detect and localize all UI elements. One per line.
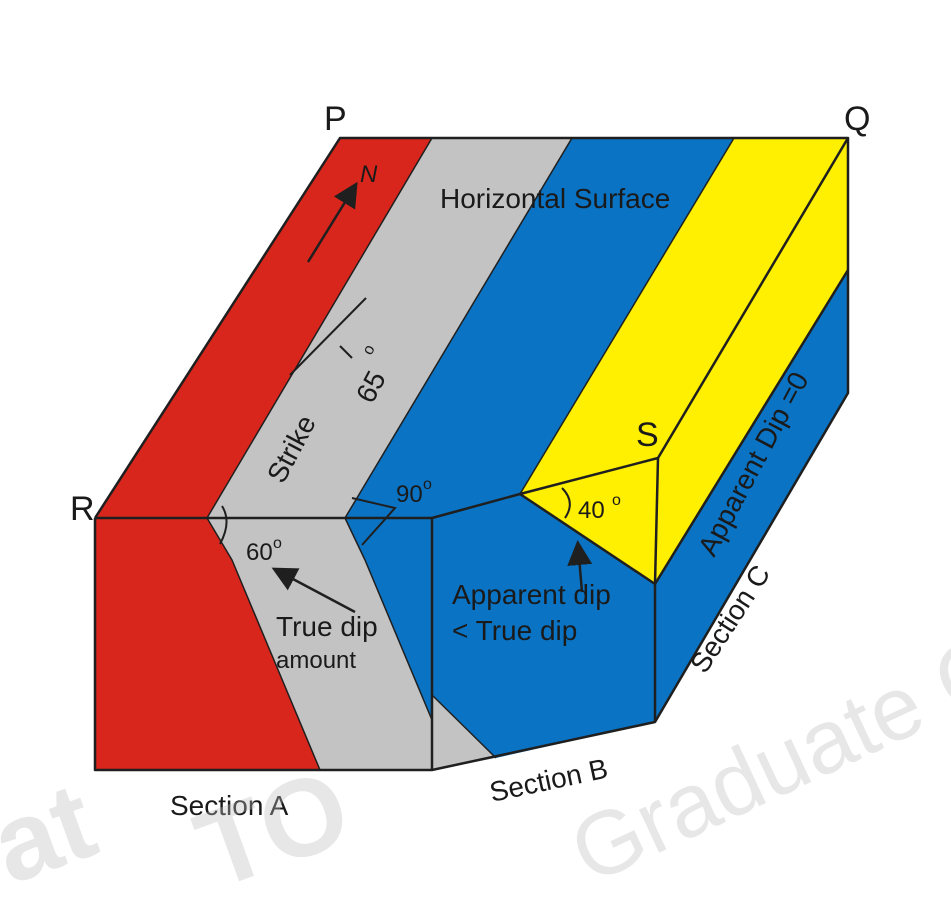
section-c-blue <box>655 270 848 722</box>
yellow-slope-face <box>655 138 848 584</box>
apparent-dip-text-2: < True dip <box>452 615 577 646</box>
horizontal-surface-label: Horizontal Surface <box>440 183 670 214</box>
apparent-dip-angle-degree: o <box>612 492 621 509</box>
north-label: N <box>360 161 378 188</box>
right-angle-degree: o <box>423 476 432 493</box>
top-gray-band <box>207 138 572 518</box>
north-arrow: N <box>306 161 378 263</box>
true-dip-text-2: amount <box>276 647 356 674</box>
section-b-gray <box>432 695 496 770</box>
section-c-face <box>655 270 848 722</box>
corner-p-label: P <box>324 100 347 138</box>
true-dip-arc <box>219 505 228 545</box>
corner-r-label: R <box>70 490 95 528</box>
right-angle-mark <box>351 497 397 546</box>
top-red-band <box>95 138 432 518</box>
front-blue-band <box>345 518 432 720</box>
section-a-face <box>95 518 432 770</box>
top-yellow-band <box>520 138 848 494</box>
edges <box>93 136 850 772</box>
front-gray-band <box>207 518 432 770</box>
angle-marks <box>219 487 571 546</box>
front-red-band <box>95 518 320 770</box>
apparent-dip-text-1: Apparent dip <box>452 579 611 610</box>
apparent-dip-arc <box>561 487 571 519</box>
true-dip-angle-label: 60 <box>246 539 273 566</box>
true-dip-text-1: True dip <box>276 611 378 642</box>
apparent-dip-angle-label: 40 <box>578 497 605 524</box>
corner-q-label: Q <box>844 100 870 138</box>
yellow-wedge <box>520 458 658 584</box>
corner-s-label: S <box>636 416 659 454</box>
horizontal-surface <box>95 138 848 584</box>
true-dip-pointer <box>271 567 356 614</box>
section-a-label: Section A <box>170 790 289 821</box>
true-dip-angle-degree: o <box>273 535 282 552</box>
right-angle-label: 90 <box>396 481 423 508</box>
apparent-dip-pointer <box>567 540 593 593</box>
pointer-arrows <box>271 540 593 614</box>
section-b-blue <box>432 494 655 758</box>
watermark-text-1: at <box>0 759 110 899</box>
section-b-face <box>432 494 655 770</box>
top-blue-band <box>345 138 734 518</box>
